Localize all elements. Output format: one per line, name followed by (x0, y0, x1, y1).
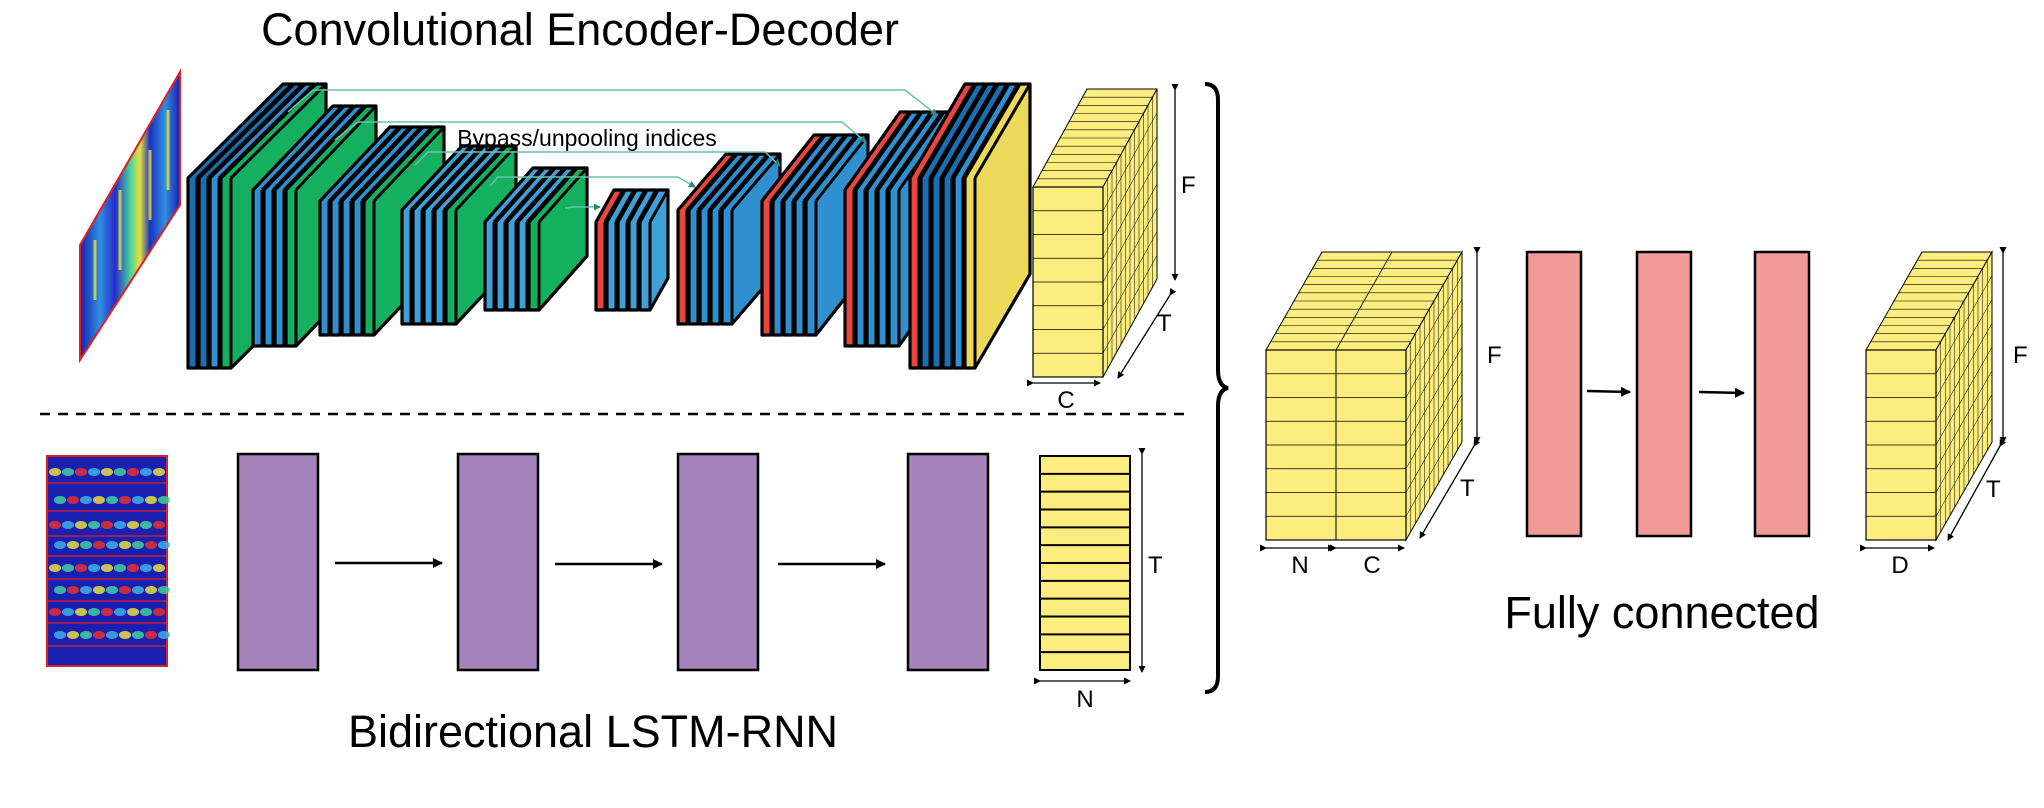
conv-block-10 (908, 82, 1032, 370)
lstm-layer-2 (456, 452, 540, 672)
cnn-dim-c: C (1057, 387, 1074, 414)
fc-layer-1 (1525, 250, 1583, 538)
lstm-arrows (335, 558, 886, 569)
lstm-layer-1 (236, 452, 320, 672)
lstm-layer-3 (676, 452, 760, 672)
lstm-dim-t: T (1148, 552, 1163, 579)
final-dimensions: F T D (1860, 247, 2028, 579)
cnn-dim-t: T (1157, 310, 1172, 337)
final-dim-t: T (1986, 476, 2001, 503)
concat-dim-n: N (1291, 552, 1308, 579)
encoder-decoder-blocks (186, 82, 1032, 370)
fc-layer-2 (1635, 250, 1693, 538)
fc-arrows (1586, 386, 1745, 398)
final-output-tensor (1865, 250, 1993, 542)
lstm-layer-4 (906, 452, 990, 672)
cnn-dim-f: F (1181, 172, 1196, 199)
lstm-output-tensor (1039, 455, 1131, 671)
input-spectrogram-skewed (79, 68, 181, 364)
bypass-connections (287, 89, 938, 211)
fully-connected-layers (1525, 250, 1811, 538)
final-dim-d: D (1891, 552, 1908, 579)
concat-dim-c: C (1363, 552, 1380, 579)
lstm-title: Bidirectional LSTM-RNN (348, 706, 838, 757)
lstm-dim-n: N (1076, 686, 1093, 713)
brace-icon (1204, 82, 1229, 694)
bypass-label: Bypass/unpooling indices (457, 125, 717, 151)
fully-connected-title: Fully connected (1504, 587, 1819, 638)
right-arrow-icon (1586, 386, 1631, 397)
cnn-output-dimensions: F T C (1027, 84, 1196, 414)
cnn-output-tensor (1032, 88, 1158, 378)
conv-block-4 (400, 144, 518, 326)
right-arrow-icon (1698, 387, 1745, 398)
concat-dim-t: T (1460, 475, 1475, 502)
lstm-layers (236, 452, 990, 672)
lstm-output-dimensions: T N (1034, 448, 1163, 713)
encoder-decoder-title: Convolutional Encoder-Decoder (261, 4, 899, 55)
concatenated-tensor (1265, 250, 1463, 542)
concat-dimensions: F T N C (1260, 247, 1502, 579)
input-spectrogram (46, 455, 170, 667)
final-dim-f: F (2013, 342, 2028, 369)
fc-layer-3 (1753, 250, 1811, 538)
conv-block-6 (594, 188, 670, 312)
concat-dim-f: F (1487, 342, 1502, 369)
conv-block-3 (318, 125, 446, 337)
conv-block-5 (483, 166, 589, 312)
